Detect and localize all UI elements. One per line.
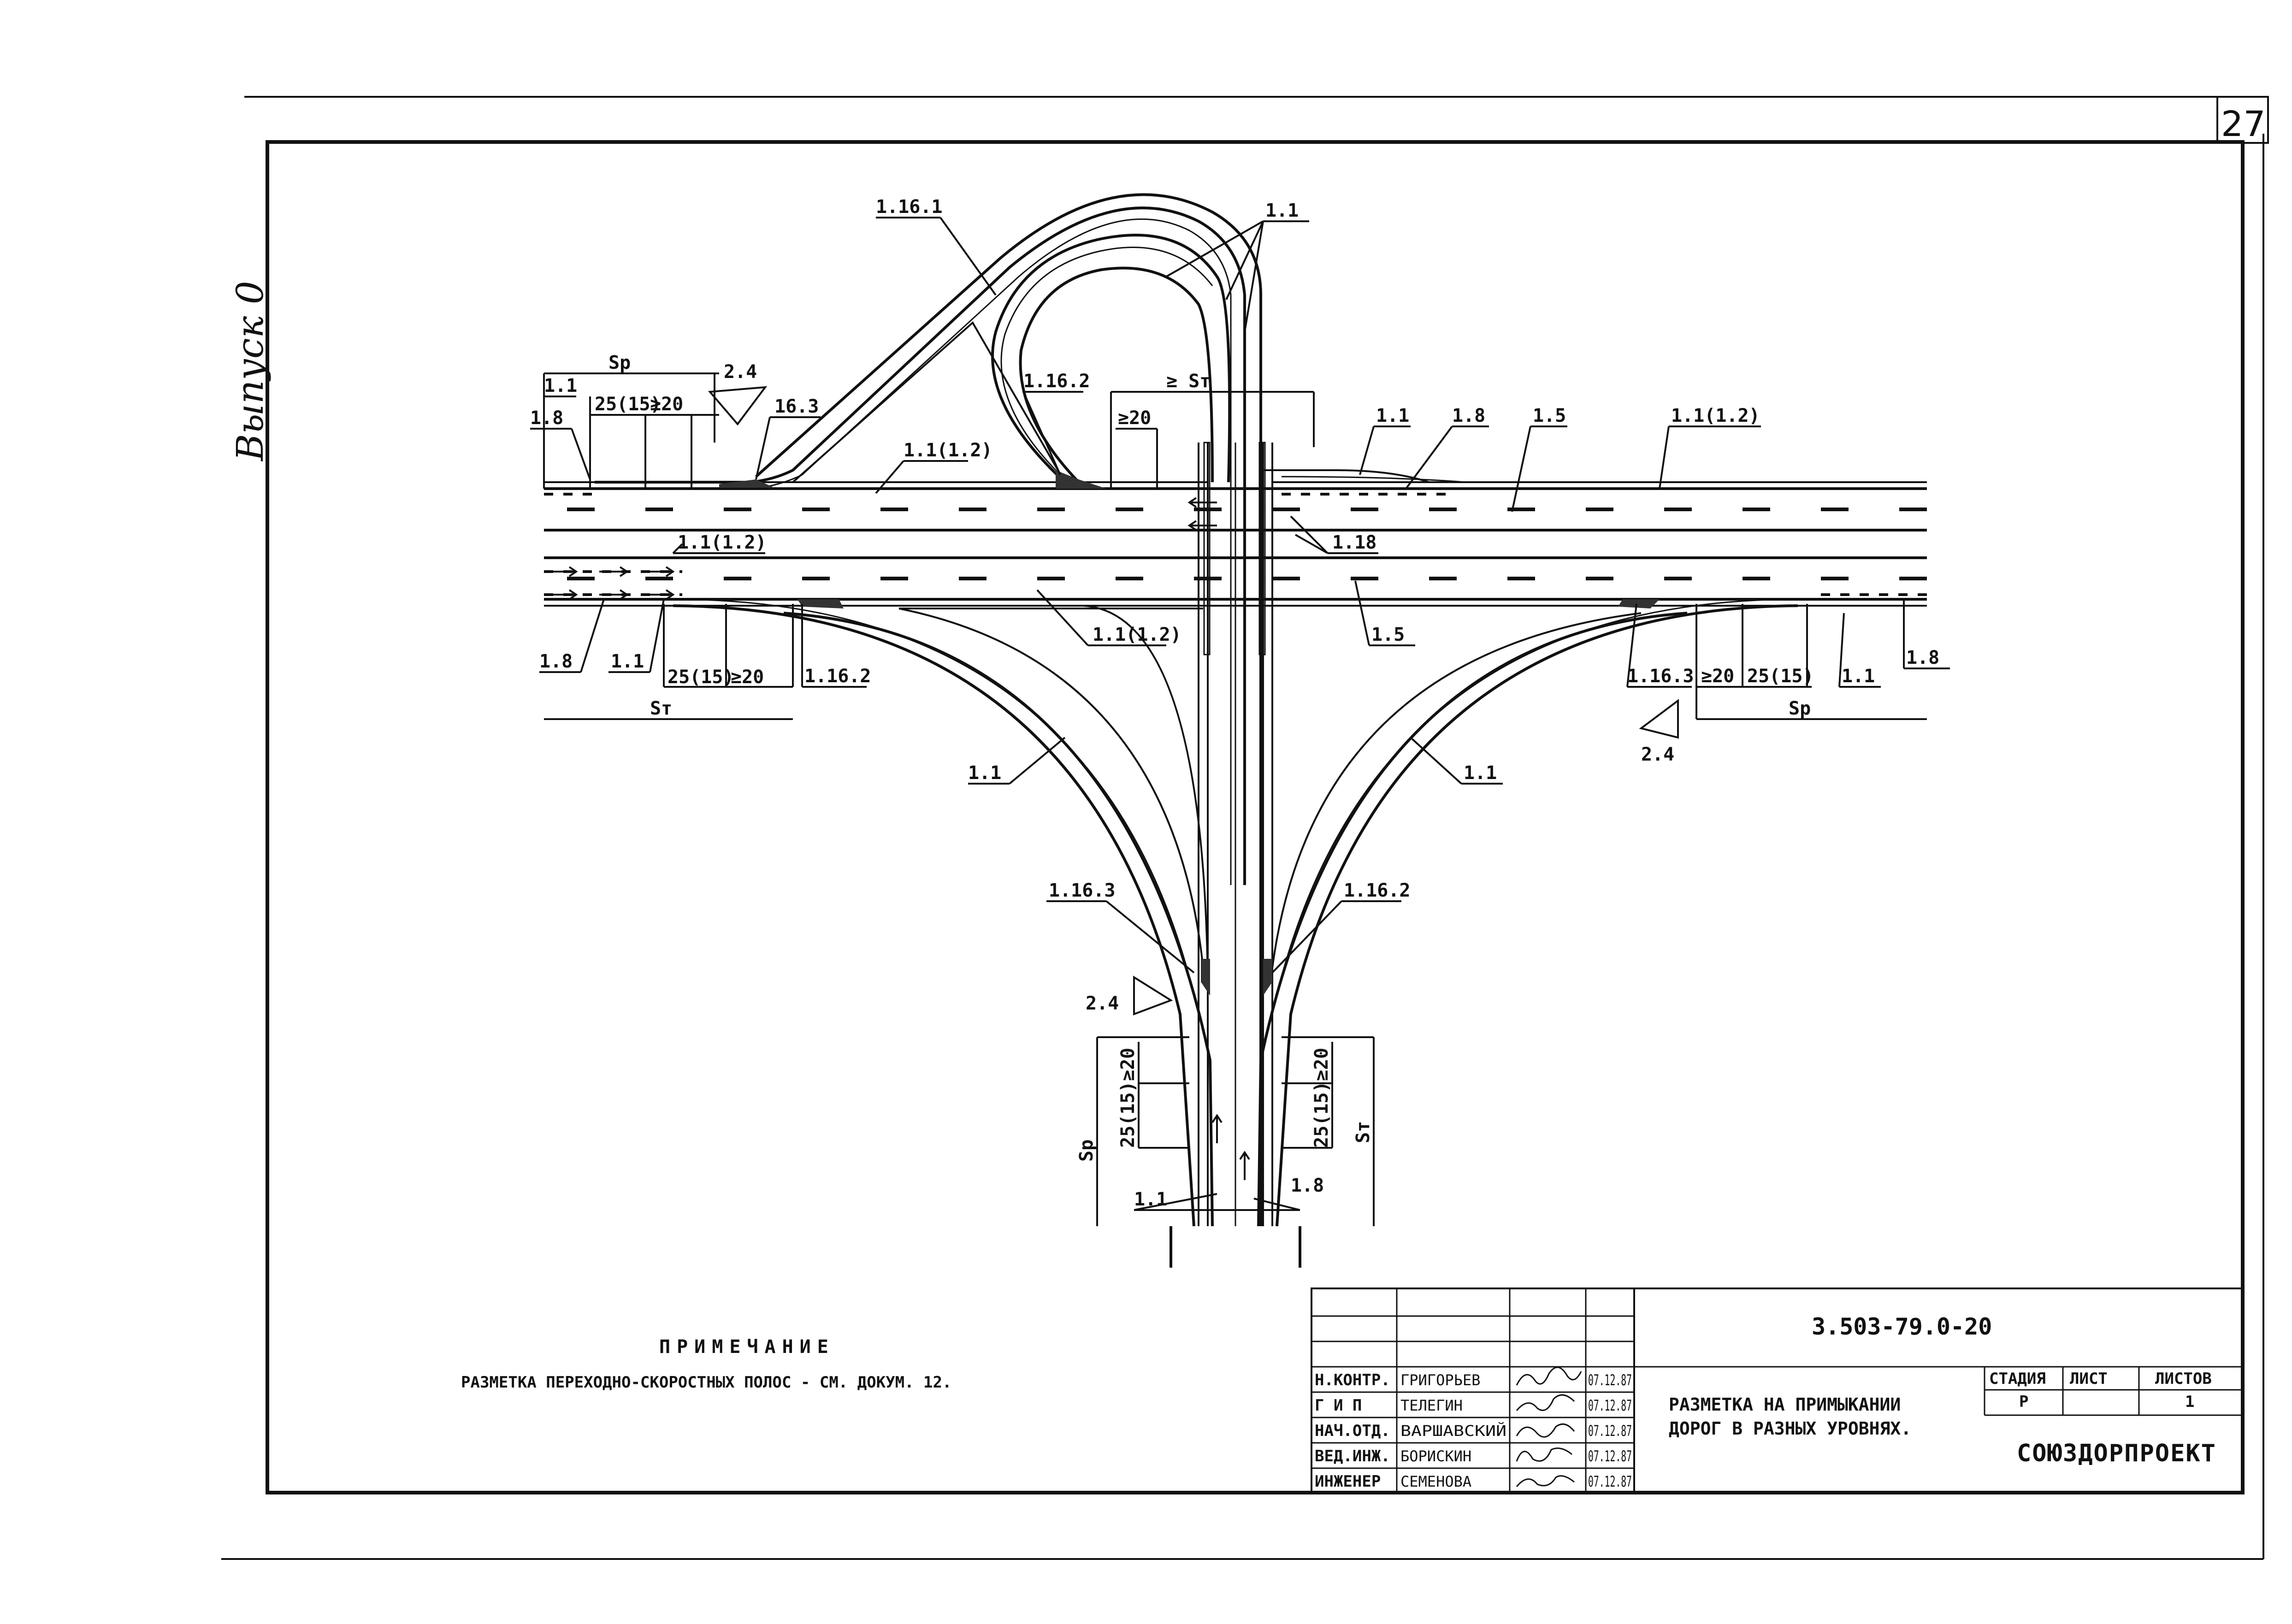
title-block-sheet-header: ЛИСТ <box>2070 1370 2108 1388</box>
title-block-title-2: ДОРОГ В РАЗНЫХ УРОВНЯХ. <box>1669 1418 1911 1439</box>
title-block: 3.503-79.0-20 РАЗМЕТКА НА ПРИМЫКАНИИ ДОР… <box>1311 1287 2244 1494</box>
label-st-v: Sт <box>1353 1121 1374 1143</box>
note-body: РАЗМЕТКА ПЕРЕХОДНО-СКОРОСТНЫХ ПОЛОС - СМ… <box>461 1373 951 1392</box>
label-1-1-curve-l: 1.1 <box>968 762 1001 784</box>
label-1-1-12-bot: 1.1(1.2) <box>1093 624 1181 645</box>
label-16-3-tl: 16.3 <box>774 396 819 417</box>
page-number: 27 <box>2221 103 2266 144</box>
label-1-18: 1.18 <box>1332 532 1376 553</box>
label-1-5-tr: 1.5 <box>1533 405 1566 426</box>
label-1-16-2-loop: 1.16.2 <box>1023 371 1090 392</box>
signoff-name: ГРИГОРЬЕВ <box>1400 1371 1480 1389</box>
signature-image <box>1516 1394 1575 1411</box>
sign-triangle-top <box>708 386 768 426</box>
signoff-date: 07.12.87 <box>1588 1447 1632 1465</box>
side-label: Выпуск 0 <box>229 281 272 462</box>
label-1-8-br: 1.8 <box>1906 647 1939 668</box>
signoff-role: ИНЖЕНЕР <box>1315 1472 1381 1491</box>
label-1-1-tr: 1.1 <box>1376 405 1409 426</box>
label-1-1-tl: 1.1 <box>544 375 577 396</box>
label-2-4-br: 2.4 <box>1641 744 1674 765</box>
label-1-1-top: 1.1 <box>1265 200 1299 221</box>
label-25-15-v-r: 25(15) <box>1311 1081 1332 1148</box>
label-1-8-bottom: 1.8 <box>1291 1175 1324 1196</box>
road-geometry <box>544 193 1927 1268</box>
labels: 1.16.1 1.1 Sp 2.4 1.1 1.8 25(15) ≥20 16.… <box>530 196 1939 1210</box>
label-st-bl: Sт <box>650 698 672 719</box>
label-ge20-loop: ≥20 <box>1118 407 1151 429</box>
label-1-1-12-tr: 1.1(1.2) <box>1671 405 1760 426</box>
label-25-15-v-l: 25(15) <box>1117 1081 1139 1148</box>
label-ge20-bl: ≥20 <box>731 667 764 688</box>
label-sp-top: Sp <box>608 352 631 373</box>
label-sp-br: Sp <box>1789 698 1811 719</box>
signoff-date: 07.12.87 <box>1588 1422 1632 1440</box>
label-2-4-lower: 2.4 <box>1086 993 1119 1014</box>
label-1-1-12-mid: 1.1(1.2) <box>678 532 767 553</box>
label-1-16-2-bl: 1.16.2 <box>804 666 871 687</box>
label-sp-v: Sp <box>1076 1140 1097 1162</box>
title-block-title-1: РАЗМЕТКА НА ПРИМЫКАНИИ <box>1669 1394 1901 1415</box>
label-1-8-bl: 1.8 <box>539 651 573 672</box>
signoff-role: ВЕД.ИНЖ. <box>1315 1447 1390 1465</box>
label-1-16-3-lower: 1.16.3 <box>1049 880 1116 901</box>
label-1-8-tl: 1.8 <box>530 407 563 429</box>
signoff-role: Г И П <box>1315 1396 1362 1415</box>
signoff-name: БОРИСКИН <box>1400 1447 1471 1465</box>
sign-triangle-lower <box>1133 975 1173 1016</box>
signoff-date: 07.12.87 <box>1588 1397 1632 1414</box>
signoff-date: 07.12.87 <box>1588 1371 1632 1389</box>
signoff-name: ВАРШАВСКИЙ <box>1400 1422 1506 1440</box>
signoff-role: Н.КОНТР. <box>1315 1371 1390 1389</box>
title-block-stage-header: СТАДИЯ <box>1989 1370 2046 1388</box>
label-1-16-3-br: 1.16.3 <box>1627 666 1694 687</box>
label-ge-st: ≥ Sт <box>1166 371 1211 392</box>
title-block-stage-value: Р <box>2019 1393 2028 1411</box>
label-ge20-br: ≥20 <box>1701 666 1734 687</box>
label-2-4-top: 2.4 <box>724 361 757 383</box>
label-ge20-tl: ≥20 <box>650 394 683 415</box>
label-1-1-bl: 1.1 <box>611 651 644 672</box>
title-block-sheets-value: 1 <box>2185 1393 2194 1411</box>
label-25-15-bl: 25(15) <box>668 667 734 688</box>
signoff-name: ТЕЛЕГИН <box>1400 1397 1463 1414</box>
signoff-name: СЕМЕНОВА <box>1400 1473 1471 1490</box>
signature-image <box>1516 1475 1575 1487</box>
note-heading: ПРИМЕЧАНИЕ <box>659 1336 835 1358</box>
sign-triangle-right <box>1639 699 1679 739</box>
signature-image <box>1516 1423 1575 1438</box>
label-25-15-tl: 25(15) <box>595 394 662 415</box>
title-block-sheets-header: ЛИСТОВ <box>2155 1370 2212 1388</box>
label-25-15-br: 25(15) <box>1747 666 1814 687</box>
label-1-1-br: 1.1 <box>1842 666 1875 687</box>
title-block-organization: СОЮЗДОРПРОЕКТ <box>2017 1440 2216 1467</box>
label-1-8-tr: 1.8 <box>1452 405 1485 426</box>
signature-image <box>1516 1366 1582 1386</box>
label-1-1-curve-r: 1.1 <box>1464 762 1497 784</box>
drawing-frame <box>266 140 2245 1494</box>
label-1-1-bottom: 1.1 <box>1134 1189 1167 1210</box>
signoff-date: 07.12.87 <box>1588 1473 1632 1490</box>
page-number-box <box>2216 96 2269 144</box>
title-block-code: 3.503-79.0-20 <box>1812 1313 1992 1340</box>
signoff-role: НАЧ.ОТД. <box>1315 1422 1390 1440</box>
signature-image <box>1516 1447 1572 1462</box>
leaders <box>530 217 1950 1226</box>
label-1-1-12-top: 1.1(1.2) <box>904 440 992 461</box>
label-1-16-2-lower: 1.16.2 <box>1344 880 1411 901</box>
label-ge20-v-l: ≥20 <box>1117 1048 1139 1081</box>
label-1-16-1: 1.16.1 <box>876 196 943 218</box>
label-ge20-v-r: ≥20 <box>1311 1048 1332 1081</box>
label-1-5-bot: 1.5 <box>1371 624 1405 645</box>
